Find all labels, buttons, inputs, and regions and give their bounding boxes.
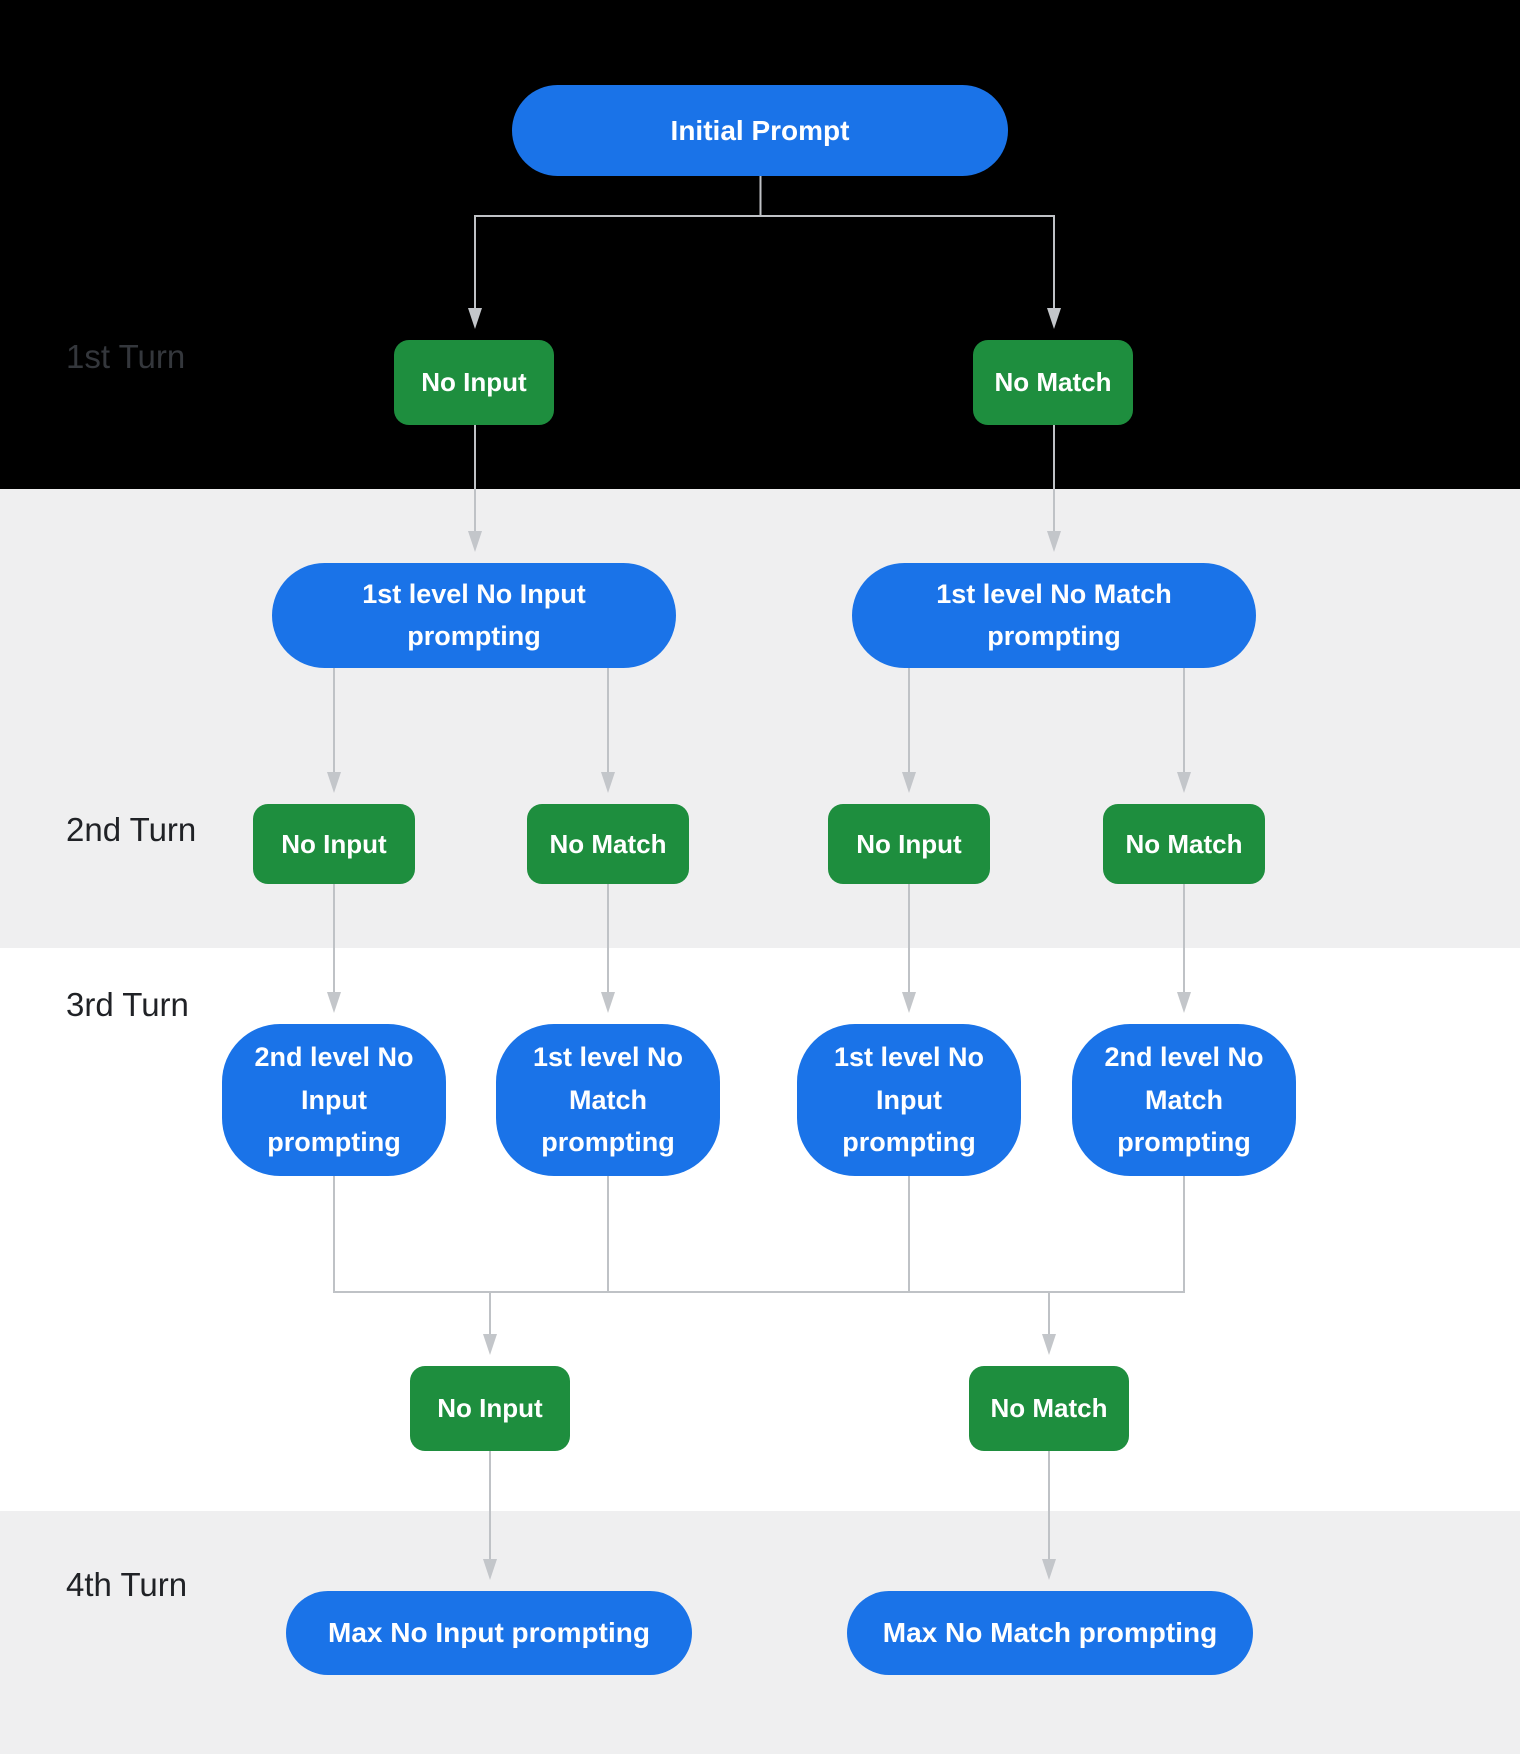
turn-label-2: 2nd Turn [66,811,197,848]
node-t2-no-input-prompting: 1st level No Input prompting [272,563,676,668]
node-t2-no-input-right: No Input [828,804,990,884]
band-1st-turn [0,0,1520,489]
node-t3-2nd-no-match-prompting: 2nd level No Match prompting [1072,1024,1296,1176]
node-t1-no-input: No Input [394,340,554,425]
node-t2-no-match-right: No Match [1103,804,1265,884]
node-t1-no-match: No Match [973,340,1133,425]
node-t2-no-match-left: No Match [527,804,689,884]
node-t3-no-match: No Match [969,1366,1129,1451]
band-2nd-turn [0,489,1520,948]
band-3rd-turn [0,948,1520,1511]
node-t2-no-input-left: No Input [253,804,415,884]
band-4th-turn [0,1511,1520,1754]
turn-label-3: 3rd Turn [66,986,189,1023]
node-t2-no-match-prompting: 1st level No Match prompting [852,563,1256,668]
node-t3-1st-no-input-prompting: 1st level No Input prompting [797,1024,1021,1176]
node-t3-2nd-no-input-prompting: 2nd level No Input prompting [222,1024,446,1176]
turn-label-1: 1st Turn [66,338,186,375]
node-t4-max-no-input-prompting: Max No Input prompting [286,1591,692,1675]
node-t3-no-input: No Input [410,1366,570,1451]
turn-label-4: 4th Turn [66,1566,188,1603]
node-initial-prompt: Initial Prompt [512,85,1008,176]
node-t4-max-no-match-prompting: Max No Match prompting [847,1591,1253,1675]
node-t3-1st-no-match-prompting: 1st level No Match prompting [496,1024,720,1176]
